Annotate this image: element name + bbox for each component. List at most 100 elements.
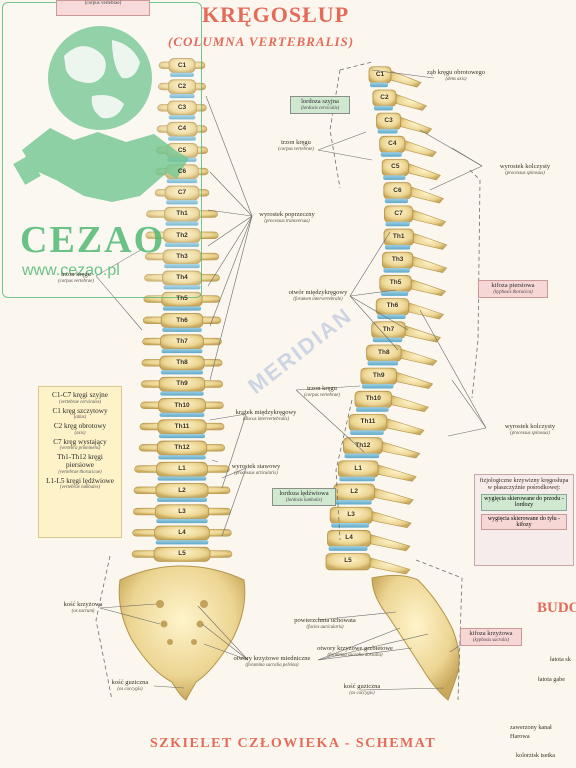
vertebra-side-label-L2: L2 xyxy=(350,487,359,495)
label-sacrum: kość krzyżowa(os sacrum) xyxy=(63,601,103,614)
vertebra-front-label-Th5: Th5 xyxy=(176,295,188,303)
curvature-info-box: fizjologiczne krzywizny kręgosłupa w pła… xyxy=(474,474,574,566)
disc-front-Th10 xyxy=(159,412,205,417)
label-kyphosis-thoracic: kifoza piersiowa(kyphosis thoracica) xyxy=(478,280,548,298)
vertebra-side-label-Th6: Th6 xyxy=(386,302,399,310)
label-transverse-process: wyrostek poprzeczny(processus transversu… xyxy=(259,211,315,224)
disc-side-C2 xyxy=(373,105,393,111)
label-auricular-surface: powierzchnia uchowata(facies auricularis… xyxy=(294,617,356,630)
vertebra-front-label-Th2: Th2 xyxy=(176,231,188,239)
vertebra-side-C1 xyxy=(368,66,422,88)
vertebra-front-L2 xyxy=(133,483,231,498)
vertebra-front-label-Th4: Th4 xyxy=(176,274,188,282)
vertebra-side-label-Th8: Th8 xyxy=(378,348,390,356)
vertebra-side-C3 xyxy=(376,112,433,134)
disc-front-Th7 xyxy=(161,348,203,354)
label-intervertebral-disc: krążek międzykręgowy(discus intervertebr… xyxy=(235,409,297,422)
vertebra-front-Th1 xyxy=(146,206,218,222)
vertebra-front-label-C2: C2 xyxy=(177,82,187,90)
vertebra-side-Th3 xyxy=(382,251,448,273)
cezao-logo-globe xyxy=(48,26,152,130)
label-vertebral-body-3: trzon kręgu(corpus vertebrae) xyxy=(304,385,340,398)
label-dens-axis: ząb kręgu obrotowego(dens axis) xyxy=(426,69,486,82)
brand-name: CEZAO xyxy=(20,219,166,261)
disc-side-Th8 xyxy=(367,360,399,366)
sacrum-side xyxy=(371,574,460,701)
vertebra-side-L1 xyxy=(337,460,417,482)
vertebra-front-label-C3: C3 xyxy=(177,104,187,112)
disc-front-L3 xyxy=(156,518,208,524)
vertebra-front-label-L3: L3 xyxy=(178,507,186,515)
vertebra-front-label-Th9: Th9 xyxy=(176,380,188,388)
disc-side-Th12 xyxy=(344,453,380,459)
label-spinous-process-1: wyrostek kolczysty(processus spinosus) xyxy=(499,163,551,176)
disc-side-Th9 xyxy=(361,383,394,389)
disc-front-Th2 xyxy=(164,242,200,247)
vertebra-side-label-C2: C2 xyxy=(380,93,389,101)
disc-front-L2 xyxy=(156,497,208,502)
side-text-2: łatota gabe xyxy=(538,676,565,683)
vertebra-side-Th7 xyxy=(371,321,441,343)
vertebra-side-label-Th9: Th9 xyxy=(372,371,385,379)
vertebra-side-label-Th12: Th12 xyxy=(355,441,371,449)
disc-front-C4 xyxy=(168,136,196,141)
vertebra-side-C7 xyxy=(384,205,447,227)
vertebra-front-label-L2: L2 xyxy=(178,486,186,494)
disc-side-Th10 xyxy=(356,407,389,412)
vertebra-side-label-C6: C6 xyxy=(393,186,402,194)
vertebra-front-L4 xyxy=(132,525,232,541)
vertebra-front-Th2 xyxy=(145,228,219,243)
vertebra-front-Th12 xyxy=(138,440,226,456)
vertebra-front-label-C6: C6 xyxy=(177,167,187,175)
vertebra-front-label-L5: L5 xyxy=(178,550,186,558)
disc-side-Th11 xyxy=(350,430,384,435)
vertebra-front-label-Th10: Th10 xyxy=(174,401,190,409)
disc-side-C5 xyxy=(383,175,406,180)
disc-front-C6 xyxy=(166,178,198,184)
disc-front-L4 xyxy=(155,540,209,545)
vertebra-front-L1 xyxy=(134,461,230,477)
disc-side-Th3 xyxy=(383,268,410,273)
disc-front-C3 xyxy=(168,115,196,120)
disc-side-C4 xyxy=(380,152,402,157)
disc-side-L3 xyxy=(331,523,370,528)
vertebra-front-label-C5: C5 xyxy=(177,146,187,154)
vertebra-front-label-Th1: Th1 xyxy=(176,210,188,218)
disc-front-Th9 xyxy=(160,391,204,396)
disc-front-Th3 xyxy=(164,263,200,269)
vertebra-side-label-Th7: Th7 xyxy=(382,325,395,333)
vertebra-front-C1 xyxy=(158,58,206,73)
vertebra-front-label-L1: L1 xyxy=(178,465,186,473)
vertebra-side-label-Th10: Th10 xyxy=(365,395,381,403)
vertebra-side-label-Th3: Th3 xyxy=(391,256,404,264)
vertebra-side-C4 xyxy=(379,135,437,158)
disc-side-Th7 xyxy=(372,337,403,343)
vertebra-front-L5 xyxy=(131,546,233,562)
vertebra-side-Th9 xyxy=(360,367,434,389)
disc-front-Th12 xyxy=(158,455,206,460)
vertebra-front-label-Th11: Th11 xyxy=(174,422,190,430)
brand-url: www.cezao.pl xyxy=(22,262,120,279)
leader-lines xyxy=(95,69,487,691)
front-view-spine xyxy=(131,58,233,562)
vertebra-front-Th7 xyxy=(142,334,222,350)
label-articular-process: wyrostek stawowy(processus articularis) xyxy=(231,463,281,476)
curvature-brackets xyxy=(95,61,481,701)
curvature-heading: fizjologiczne krzywizny kręgosłupa w pła… xyxy=(479,477,569,491)
sacrum-front xyxy=(118,565,246,701)
vertebra-front-Th4 xyxy=(144,270,220,286)
side-text-5: kolorzisk tsetka xyxy=(516,752,556,759)
curvature-option-lordosis: wygięcia skierowane do przodu - lordozy xyxy=(481,494,567,511)
vertebra-side-Th10 xyxy=(354,390,429,413)
disc-side-Th1 xyxy=(385,244,411,250)
vertebra-front-Th11 xyxy=(139,419,225,435)
disc-front-C7 xyxy=(166,200,198,205)
side-text-3: zawerzony kanał xyxy=(510,724,552,731)
label-coccyx-front: kość guziczna(os coccygis) xyxy=(111,679,149,692)
curvature-option-kyphosis: wygięcia skierowane do tyłu - kifozy xyxy=(481,513,567,531)
disc-side-C3 xyxy=(377,128,398,134)
vertebra-side-label-L4: L4 xyxy=(345,534,353,542)
vertebra-side-label-Th1: Th1 xyxy=(392,232,405,240)
vertebra-front-Th8 xyxy=(141,355,223,371)
vertebra-front-Th6 xyxy=(142,313,222,328)
